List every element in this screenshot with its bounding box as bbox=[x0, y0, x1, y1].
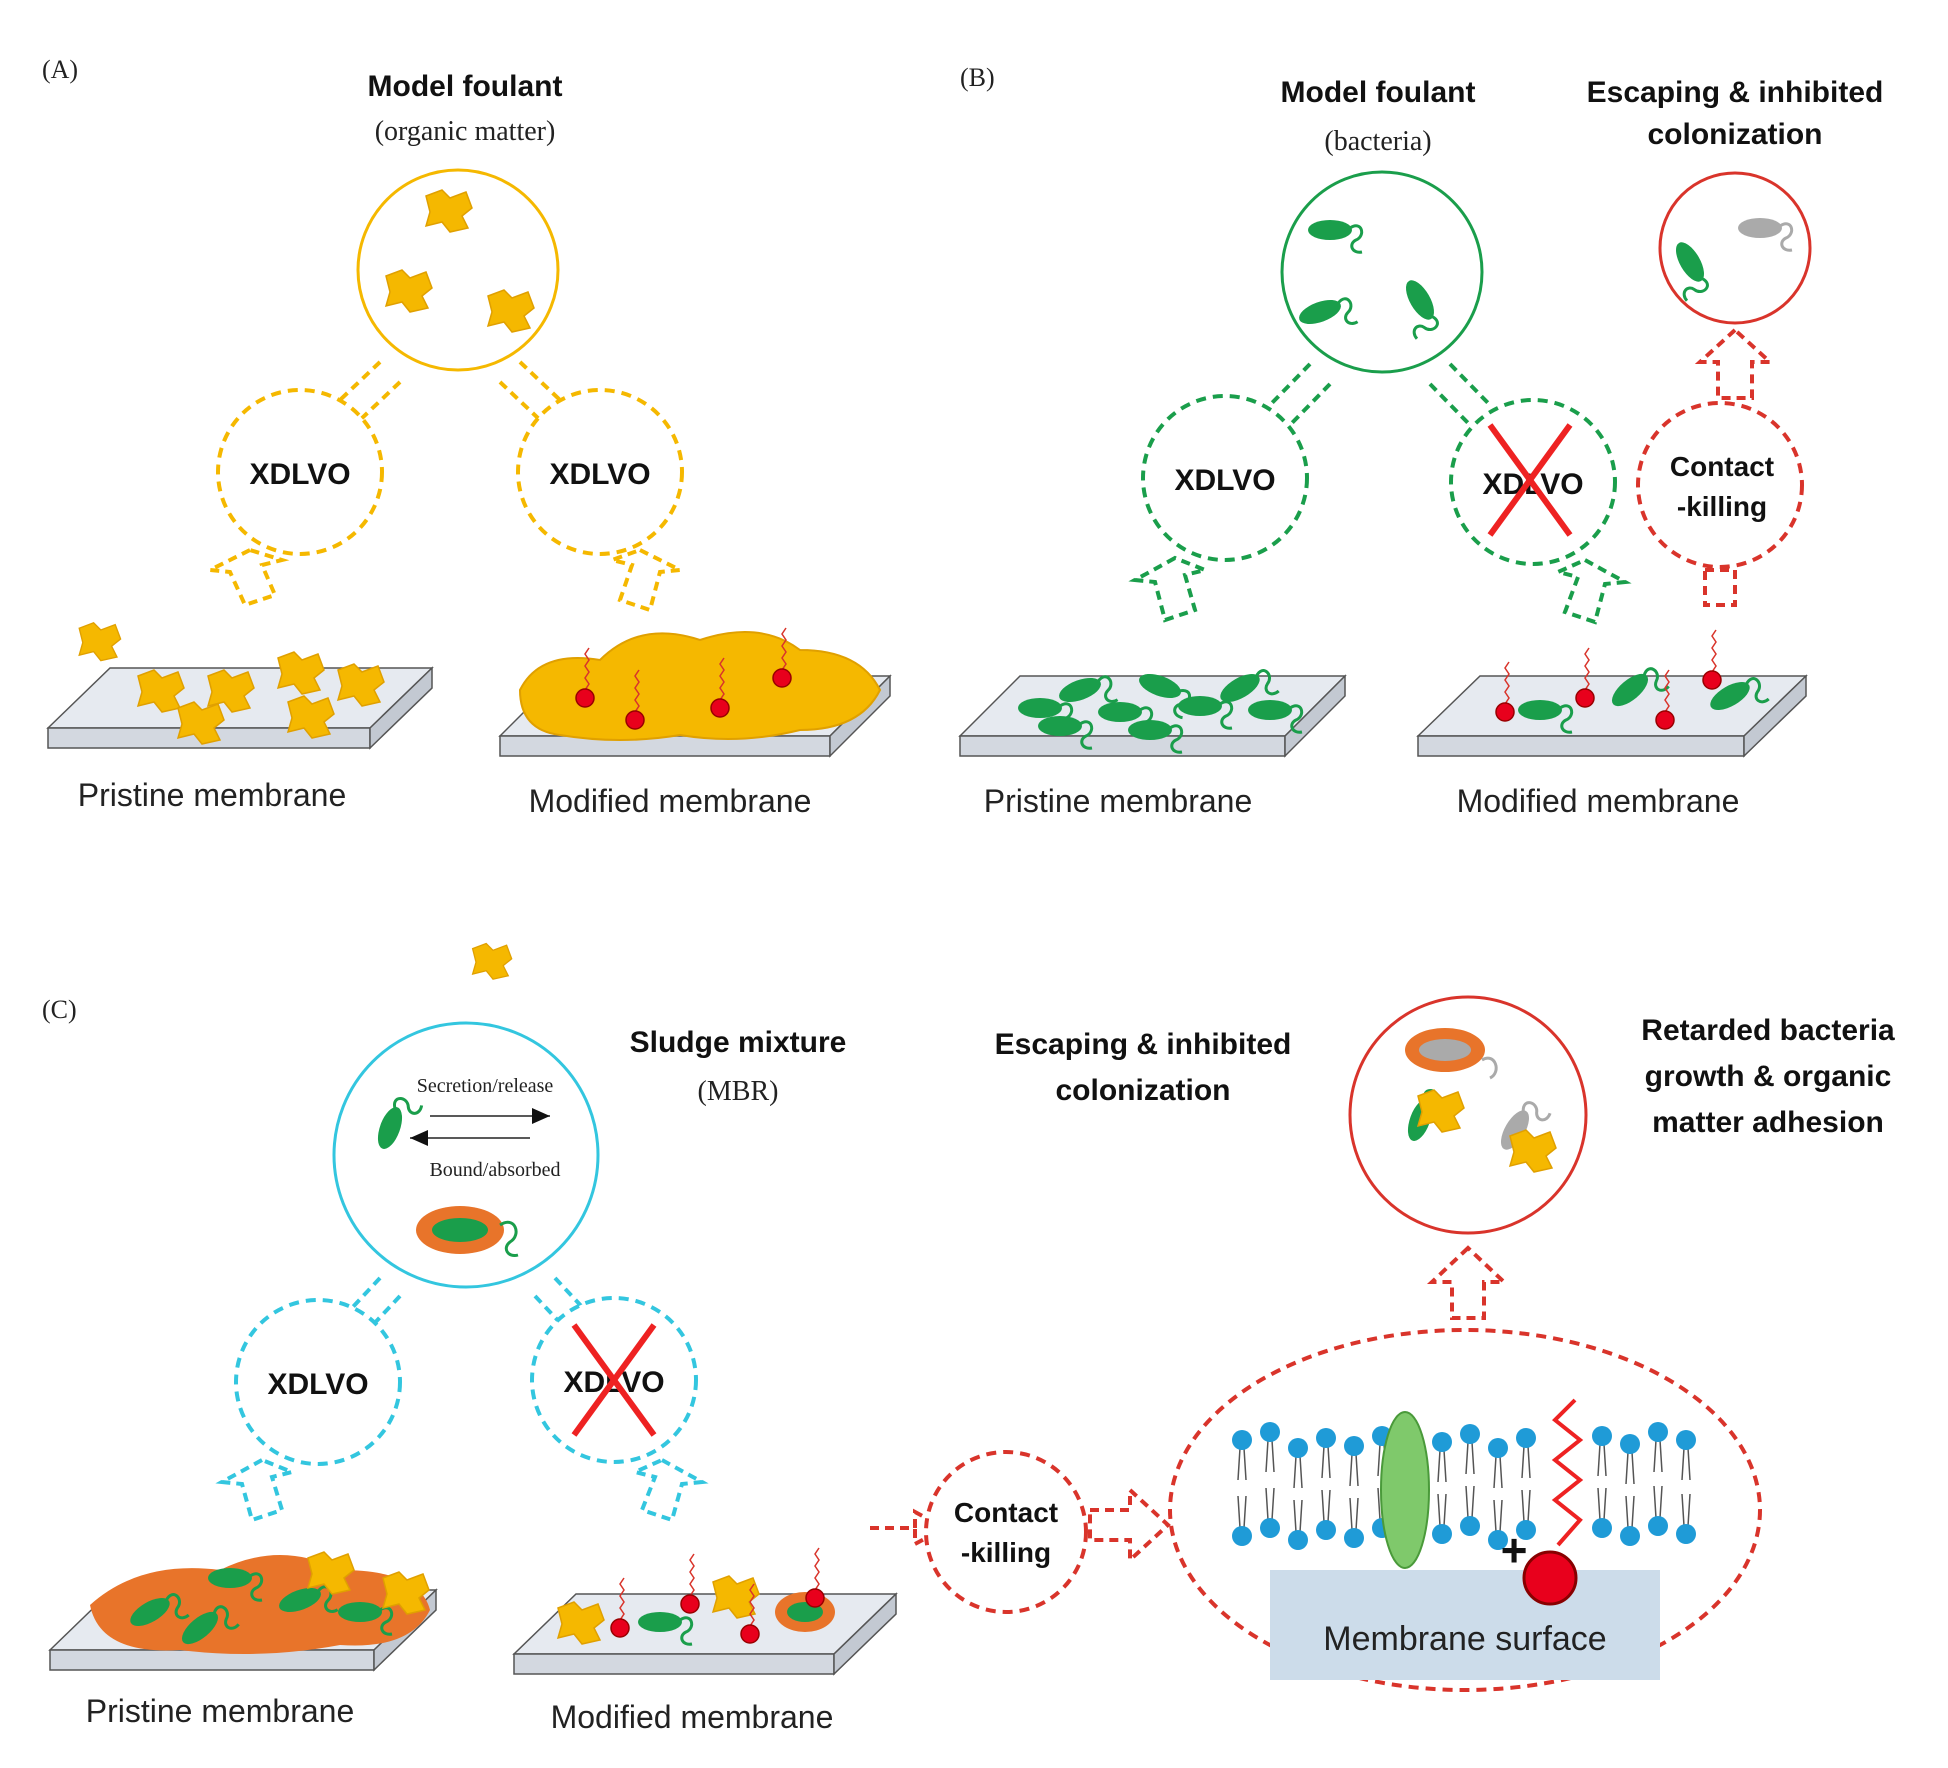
panel-c-sludge-circle bbox=[332, 1021, 600, 1289]
panel-b-outcome-line2: colonization bbox=[1648, 118, 1823, 151]
panel-b-modified-membrane bbox=[1416, 629, 1808, 758]
panel-b-left-down-arrow bbox=[1128, 555, 1212, 623]
panel-b-pristine-label: Pristine membrane bbox=[984, 783, 1253, 819]
panel-b-escaped-circle bbox=[1658, 171, 1812, 325]
panel-b-contact-line2: -killing bbox=[1677, 491, 1767, 522]
panel-b-left-arrow bbox=[1268, 362, 1332, 427]
panel-c-modified-label: Modified membrane bbox=[551, 1699, 834, 1735]
panel-c-mixture-title: Sludge mixture bbox=[630, 1026, 847, 1059]
panel-c-coated-bacterium-killed bbox=[1405, 1028, 1498, 1080]
panel-c-plus-sign: + bbox=[1501, 1524, 1528, 1576]
panel-b-right-arrow bbox=[1428, 362, 1492, 427]
panel-a-left-arrow bbox=[338, 360, 402, 422]
panel-c-right-down-arrow bbox=[628, 1457, 709, 1523]
panel-b-right-down-arrow bbox=[1551, 557, 1632, 625]
panel-a-left-xdlvo-circle bbox=[216, 388, 384, 556]
panel-b-modified-label: Modified membrane bbox=[1457, 783, 1740, 819]
panel-c-to-zoom-arrow bbox=[1088, 1485, 1171, 1565]
panel-a-right-down-arrow bbox=[605, 547, 688, 613]
panel-c-left-xdlvo-label: XDLVO bbox=[267, 1368, 368, 1401]
panel-b-foulant-title: Model foulant bbox=[1281, 76, 1476, 109]
panel-c-modified-membrane bbox=[512, 1547, 898, 1676]
panel-c-mixture-subtitle: (MBR) bbox=[698, 1076, 779, 1107]
panel-c-bound-label: Bound/absorbed bbox=[429, 1159, 560, 1181]
panel-a-foulant-subtitle: (organic matter) bbox=[375, 116, 556, 147]
panel-c-tag: (C) bbox=[42, 995, 77, 1024]
panel-c-contact-line2: -killing bbox=[961, 1537, 1051, 1568]
panel-b-contact-down-arrow bbox=[1703, 568, 1737, 607]
panel-c-contact-line1: Contact bbox=[954, 1497, 1058, 1528]
panel-a-modified-membrane bbox=[498, 627, 892, 758]
panel-a: (A) Model foulant (organic matter) XDLVO… bbox=[42, 55, 892, 819]
panel-b-pristine-membrane bbox=[958, 661, 1347, 758]
panel-a-right-arrow bbox=[498, 360, 562, 422]
panel-c-outcome-line1: Escaping & inhibited bbox=[995, 1028, 1292, 1061]
panel-b-blocked-cross-icon bbox=[1487, 423, 1573, 537]
panel-b-contact-killing-circle bbox=[1636, 401, 1804, 569]
panel-a-modified-label: Modified membrane bbox=[529, 783, 812, 819]
panel-c: (C) Sludge mixture (MBR) Escaping & inhi… bbox=[42, 942, 1895, 1735]
panel-c-secretion-label: Secretion/release bbox=[417, 1075, 554, 1097]
panel-c-left-down-arrow bbox=[215, 1457, 299, 1523]
panel-c-left-xdlvo-circle bbox=[234, 1298, 402, 1466]
panel-a-right-xdlvo-circle bbox=[516, 388, 684, 556]
panel-b-foulant-subtitle: (bacteria) bbox=[1324, 126, 1431, 157]
panel-b-contact-line1: Contact bbox=[1670, 451, 1774, 482]
panel-c-cationic-bead bbox=[1522, 1550, 1578, 1606]
panel-b-tag: (B) bbox=[960, 63, 995, 92]
panel-a-right-xdlvo-label: XDLVO bbox=[549, 458, 650, 491]
panel-a-left-xdlvo-label: XDLVO bbox=[249, 458, 350, 491]
panel-c-blocked-cross-icon bbox=[571, 1323, 657, 1437]
panel-b: (B) Model foulant (bacteria) Escaping & … bbox=[958, 63, 1884, 819]
panel-b-left-xdlvo-circle bbox=[1141, 394, 1309, 562]
panel-a-pristine-label: Pristine membrane bbox=[78, 777, 347, 813]
panel-c-membrane-protein bbox=[1380, 1411, 1430, 1569]
panel-c-outcome-line2: colonization bbox=[1056, 1074, 1231, 1107]
panel-b-outcome-line1: Escaping & inhibited bbox=[1587, 76, 1884, 109]
panel-c-retarded-line1: Retarded bacteria bbox=[1641, 1014, 1895, 1047]
panel-c-pristine-membrane bbox=[48, 1551, 438, 1672]
panel-c-coated-bacterium bbox=[416, 1206, 519, 1258]
panel-c-retarded-line3: matter adhesion bbox=[1652, 1106, 1884, 1139]
panel-c-contact-killing-circle bbox=[924, 1450, 1088, 1614]
panel-b-bacteria-circle bbox=[1280, 170, 1484, 374]
panel-a-foulant-title: Model foulant bbox=[368, 70, 563, 103]
panel-c-membrane-surface-label: Membrane surface bbox=[1323, 1620, 1606, 1658]
panel-a-tag: (A) bbox=[42, 55, 78, 84]
panel-c-pristine-label: Pristine membrane bbox=[86, 1693, 355, 1729]
panel-b-left-xdlvo-label: XDLVO bbox=[1174, 464, 1275, 497]
panel-a-pristine-membrane bbox=[46, 622, 434, 750]
panel-c-cationic-chain bbox=[1551, 1398, 1584, 1547]
panel-c-retarded-line2: growth & organic bbox=[1645, 1060, 1892, 1093]
panel-b-up-arrow bbox=[1694, 327, 1776, 400]
panel-a-left-down-arrow bbox=[202, 547, 290, 608]
panel-c-membrane-surface-block bbox=[1270, 1570, 1660, 1680]
panel-c-up-arrow bbox=[1426, 1245, 1510, 1320]
